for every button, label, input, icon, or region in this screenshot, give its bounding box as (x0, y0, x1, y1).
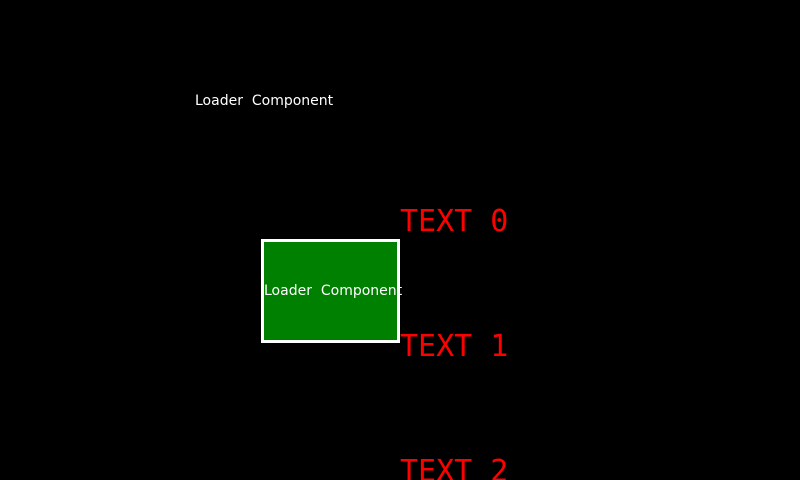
loader-component-label: Loader Component (195, 93, 334, 109)
list-item[interactable]: TEXT 2 (400, 453, 509, 480)
list-item[interactable]: TEXT 1 (400, 329, 509, 365)
list-item[interactable]: TEXT 0 (400, 204, 509, 240)
text-list-red-group: TEXT 0 TEXT 1 TEXT 2 TEXT 3 TEXT 4 (400, 118, 508, 480)
loader-component-panel-label: Loader Component (264, 283, 403, 299)
text-list: TEXT 0 TEXT 1 TEXT 2 TEXT 3 TEXT 4 TEXT … (400, 35, 508, 480)
loader-component-panel[interactable]: Loader Component (261, 239, 403, 343)
